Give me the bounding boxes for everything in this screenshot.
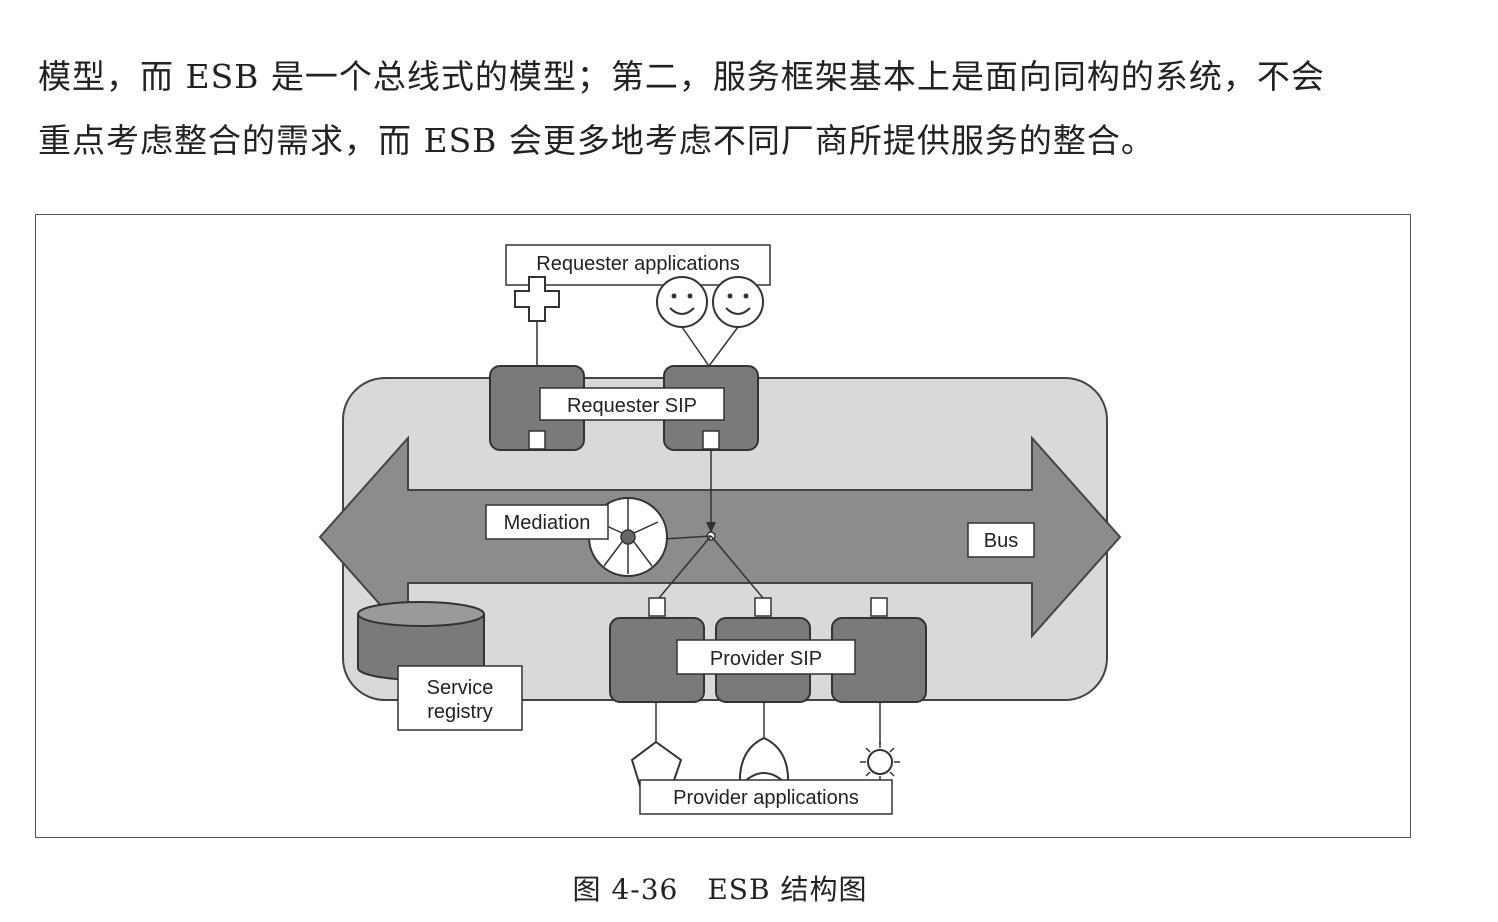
route-line-to-provider-2 <box>710 535 764 599</box>
smiley-icon-2 <box>712 276 764 328</box>
requester-sip-label: Requester SIP <box>567 395 697 417</box>
bus-label-box <box>967 522 1035 558</box>
sun-icon <box>860 742 900 782</box>
mediation-label: Mediation <box>504 512 591 534</box>
paragraph-line-1: 模型，而 ESB 是一个总线式的模型；第二，服务框架基本上是面向同构的系统，不会 <box>38 57 1325 96</box>
provider-port-3 <box>870 597 888 617</box>
route-line-to-provider-1 <box>658 535 712 599</box>
requester-port-right <box>702 430 720 450</box>
provider-port-2 <box>754 597 772 617</box>
service-registry-label-line1: Service <box>427 677 494 699</box>
smiley-icon-1 <box>656 276 708 328</box>
requester-sip-label-box <box>539 387 725 421</box>
bus-label: Bus <box>984 530 1018 552</box>
requester-apps-label-box <box>505 244 771 286</box>
requester-app-cross-icon <box>514 276 560 322</box>
figure-caption: 图 4-36 ESB 结构图 <box>572 873 868 906</box>
mediation-label-box <box>485 504 609 540</box>
provider-sip-label: Provider SIP <box>710 648 822 670</box>
figure-frame <box>35 214 1411 838</box>
database-cylinder-icon <box>357 601 485 681</box>
service-registry-label-box <box>397 665 523 731</box>
requester-apps-label: Requester applications <box>536 253 739 275</box>
requester-port-left <box>528 430 546 450</box>
arch-icon <box>738 736 790 789</box>
requester-line-right <box>681 326 739 368</box>
service-registry-label-line2: registry <box>427 701 493 723</box>
provider-port-1 <box>648 597 666 617</box>
route-arrowhead <box>706 522 716 533</box>
bus-arrow <box>318 435 1122 639</box>
provider-apps-label: Provider applications <box>673 787 859 809</box>
provider-sip-label-box <box>676 639 856 675</box>
provider-apps-label-box <box>639 779 893 815</box>
paragraph-line-2: 重点考虑整合的需求，而 ESB 会更多地考虑不同厂商所提供服务的整合。 <box>38 121 1155 160</box>
